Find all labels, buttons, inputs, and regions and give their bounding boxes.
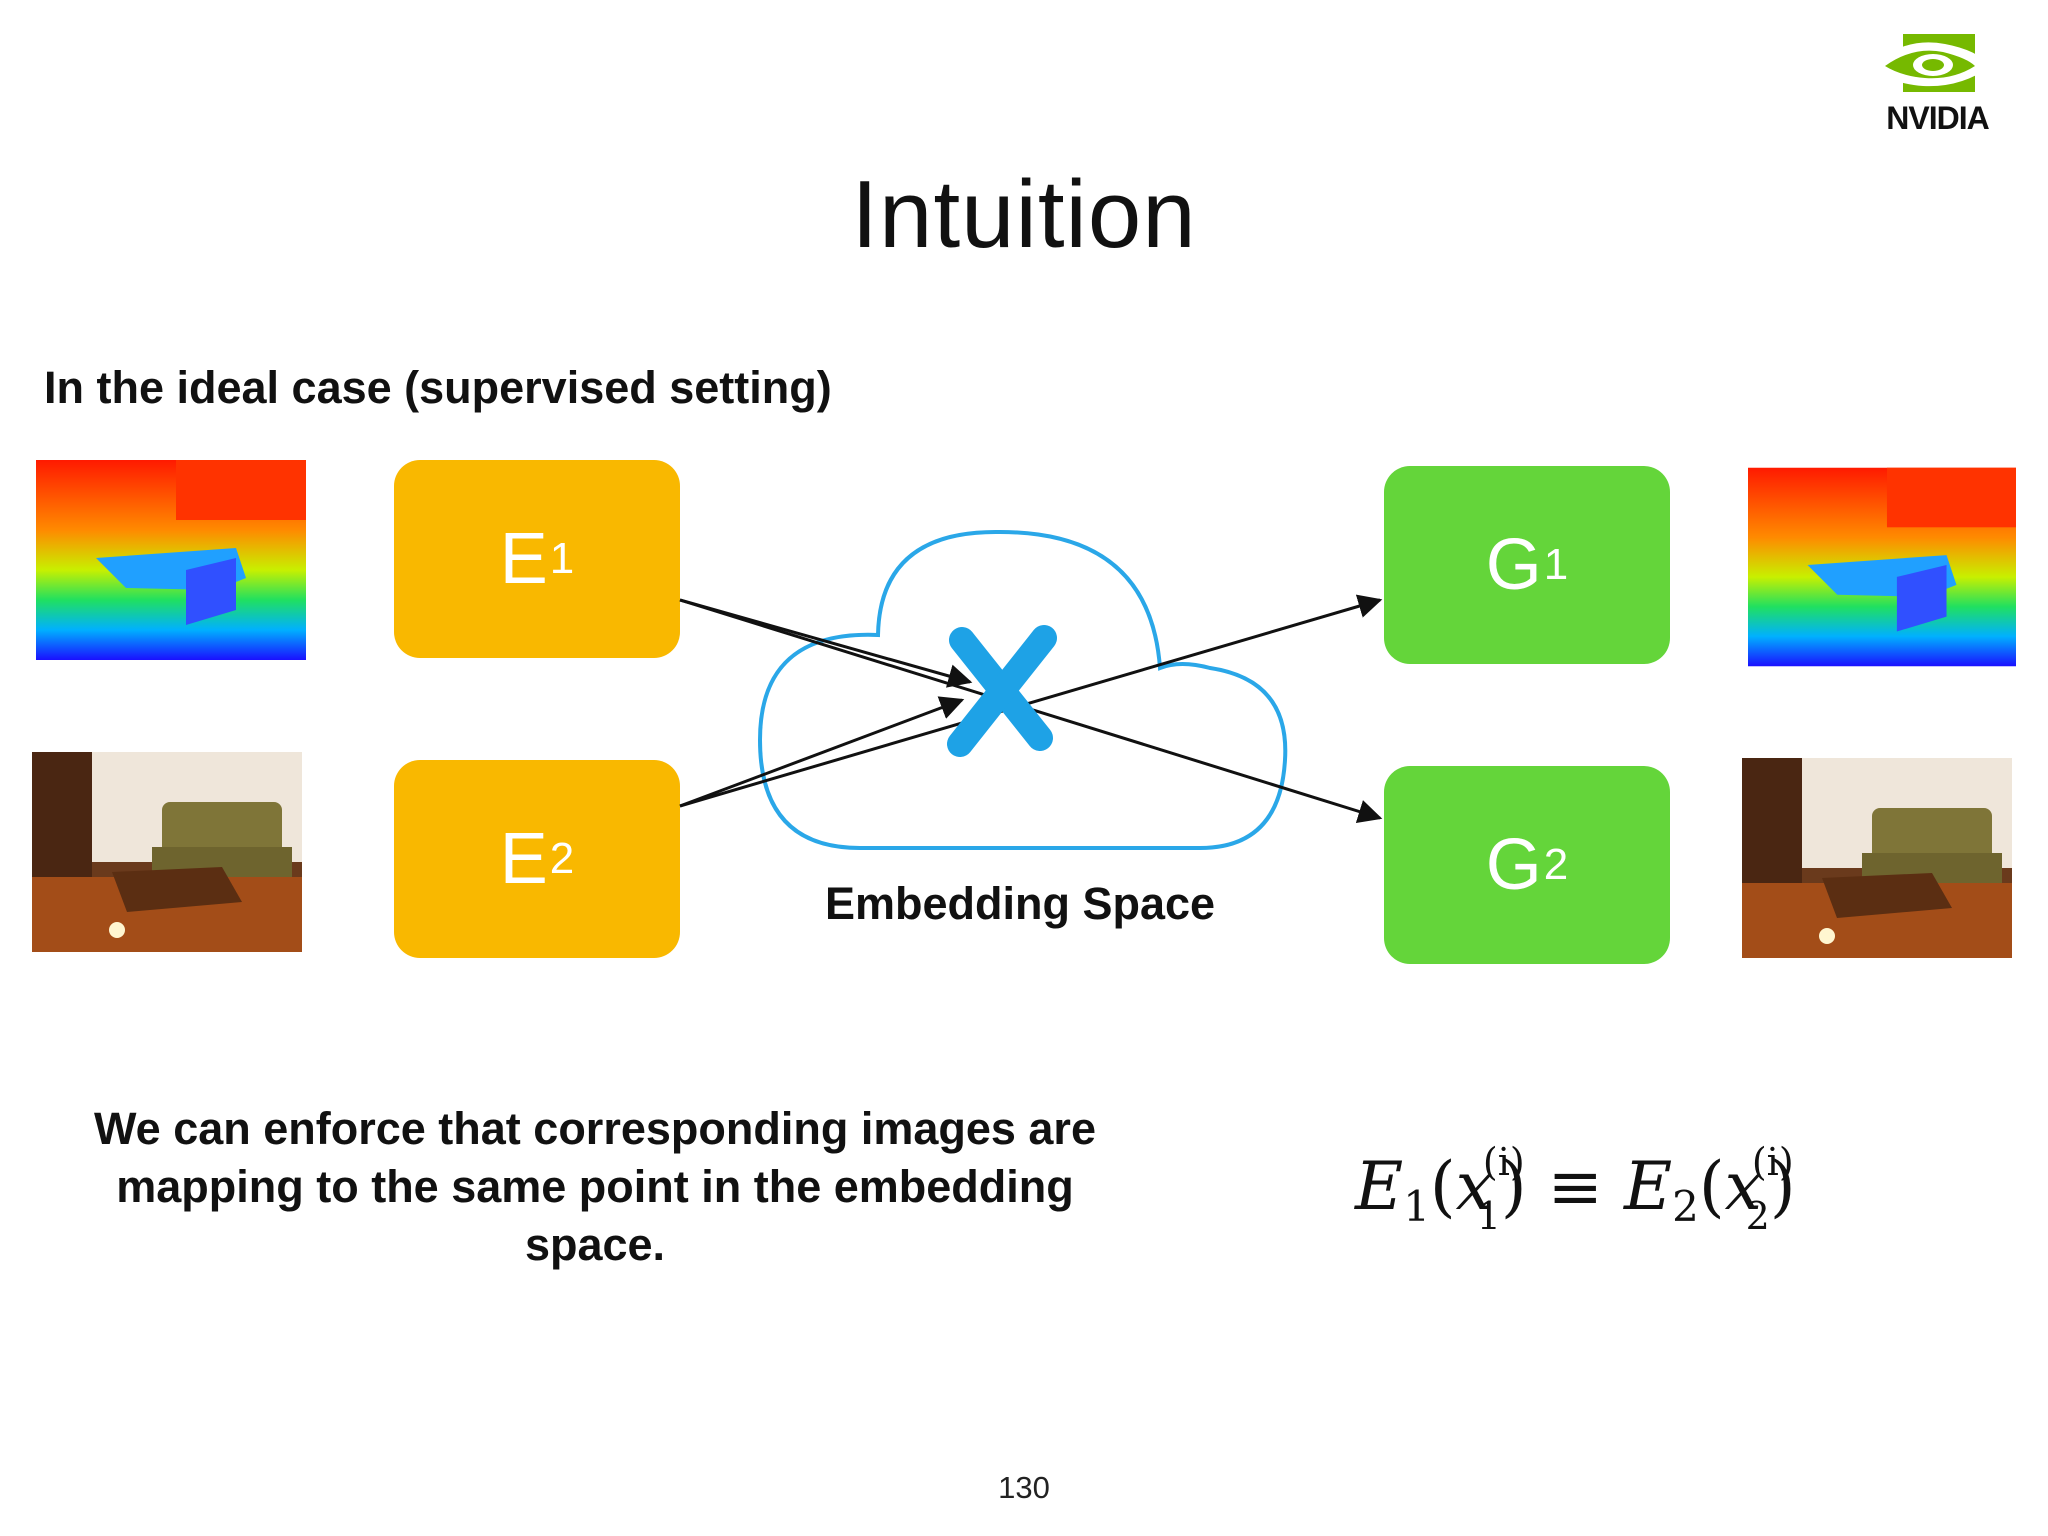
logo-wordmark: NVIDIA <box>1886 100 1989 136</box>
generator-g1-label: G <box>1485 525 1542 605</box>
generator-g2-subscript: 2 <box>1543 840 1569 889</box>
x-mark-icon <box>947 625 1057 757</box>
encoder-e1-label: E <box>499 519 548 599</box>
reconstructed-depth-map-image <box>1748 467 2016 667</box>
equation: E1(x(i)1) ≡ E2(x(i)2) <box>1355 1140 1796 1238</box>
encoder-e2-label: E <box>499 819 548 899</box>
encoder-e2-subscript: 2 <box>549 834 575 883</box>
living-room-photo <box>32 752 302 952</box>
embedding-space-label: Embedding Space <box>824 878 1216 929</box>
page-number: 130 <box>998 1470 1050 1505</box>
generator-g1-subscript: 1 <box>1543 540 1569 589</box>
nvidia-logo-icon <box>1871 34 1991 92</box>
slide-subtitle: In the ideal case (supervised setting) <box>44 362 832 413</box>
depth-map-image <box>36 460 306 660</box>
generator-g2-label: G <box>1485 825 1542 905</box>
arrow-e2-to-g1 <box>679 594 1383 808</box>
reconstructed-living-room-photo <box>1742 758 2012 958</box>
slide-title: Intuition <box>851 161 1197 268</box>
encoder-e1-subscript: 1 <box>549 534 575 583</box>
cloud-icon <box>757 529 1288 850</box>
body-text: We can enforce that corresponding images… <box>94 1103 1096 1270</box>
